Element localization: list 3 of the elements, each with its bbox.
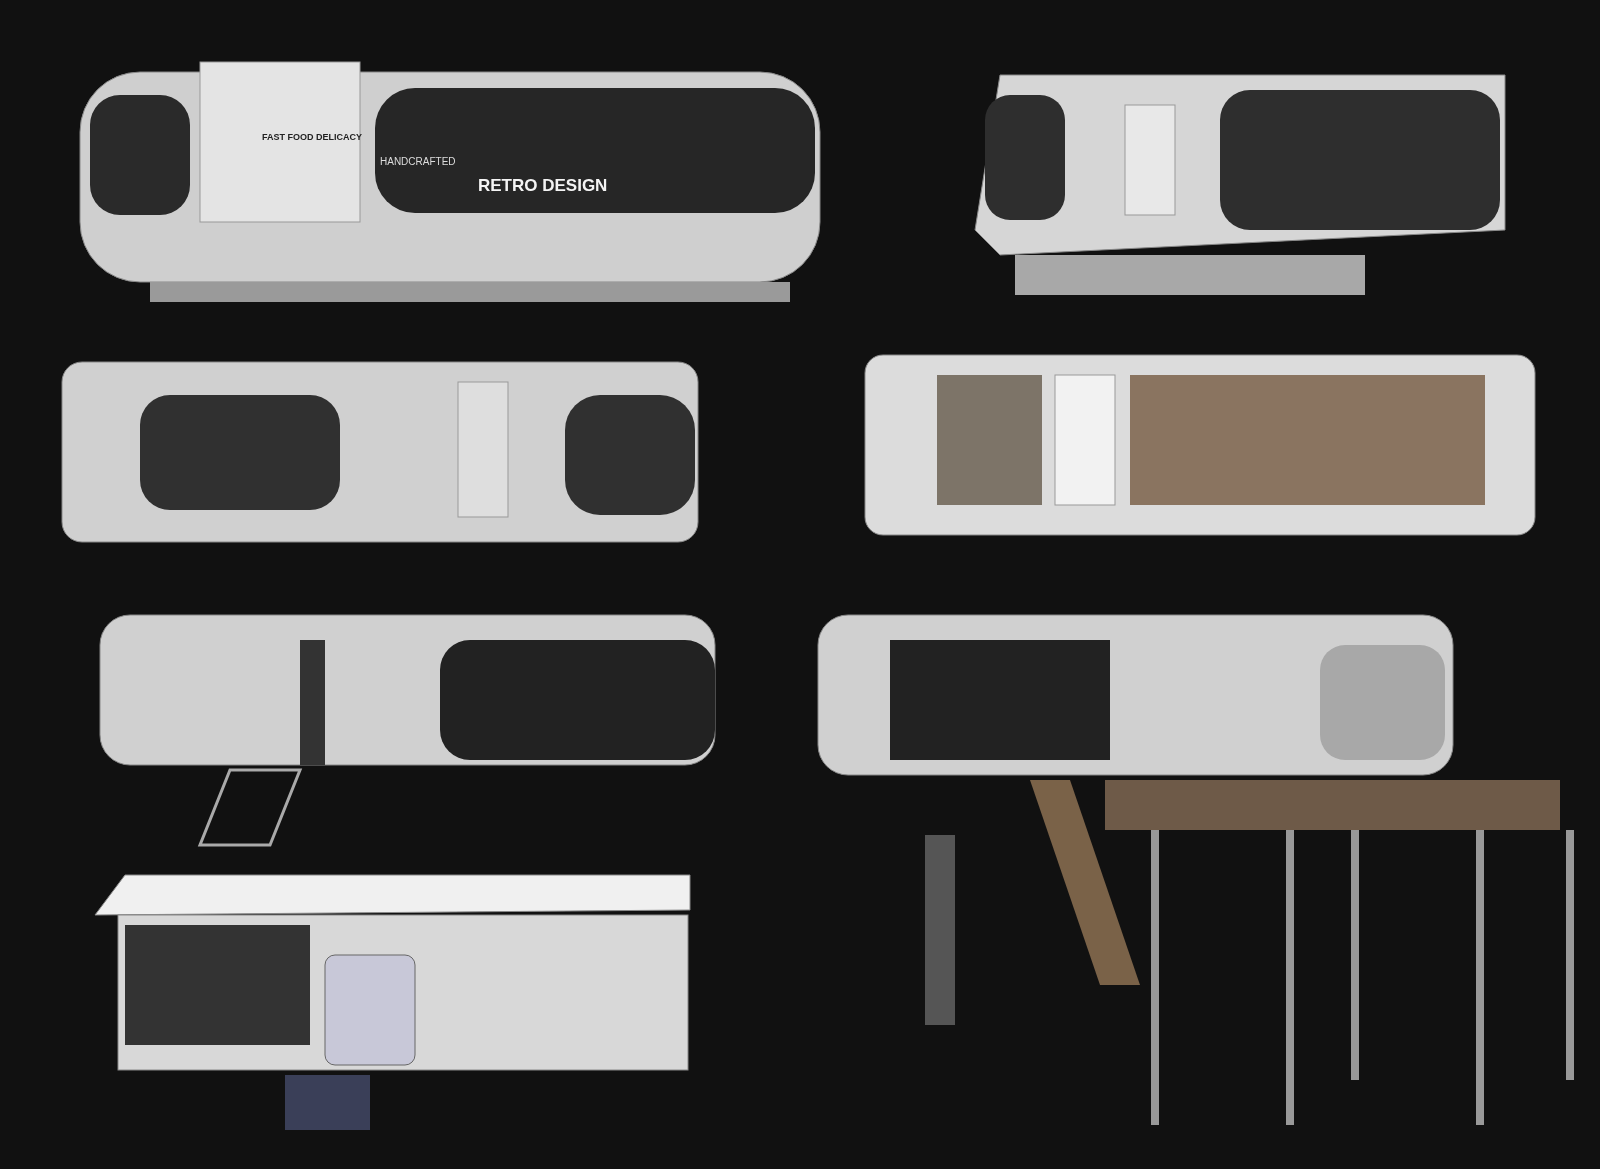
- sign-text: RETRO DESIGN: [478, 176, 608, 196]
- sign-text: HANDCRAFTED: [380, 156, 456, 167]
- sign-text: FAST FOOD DELICACY: [262, 132, 362, 142]
